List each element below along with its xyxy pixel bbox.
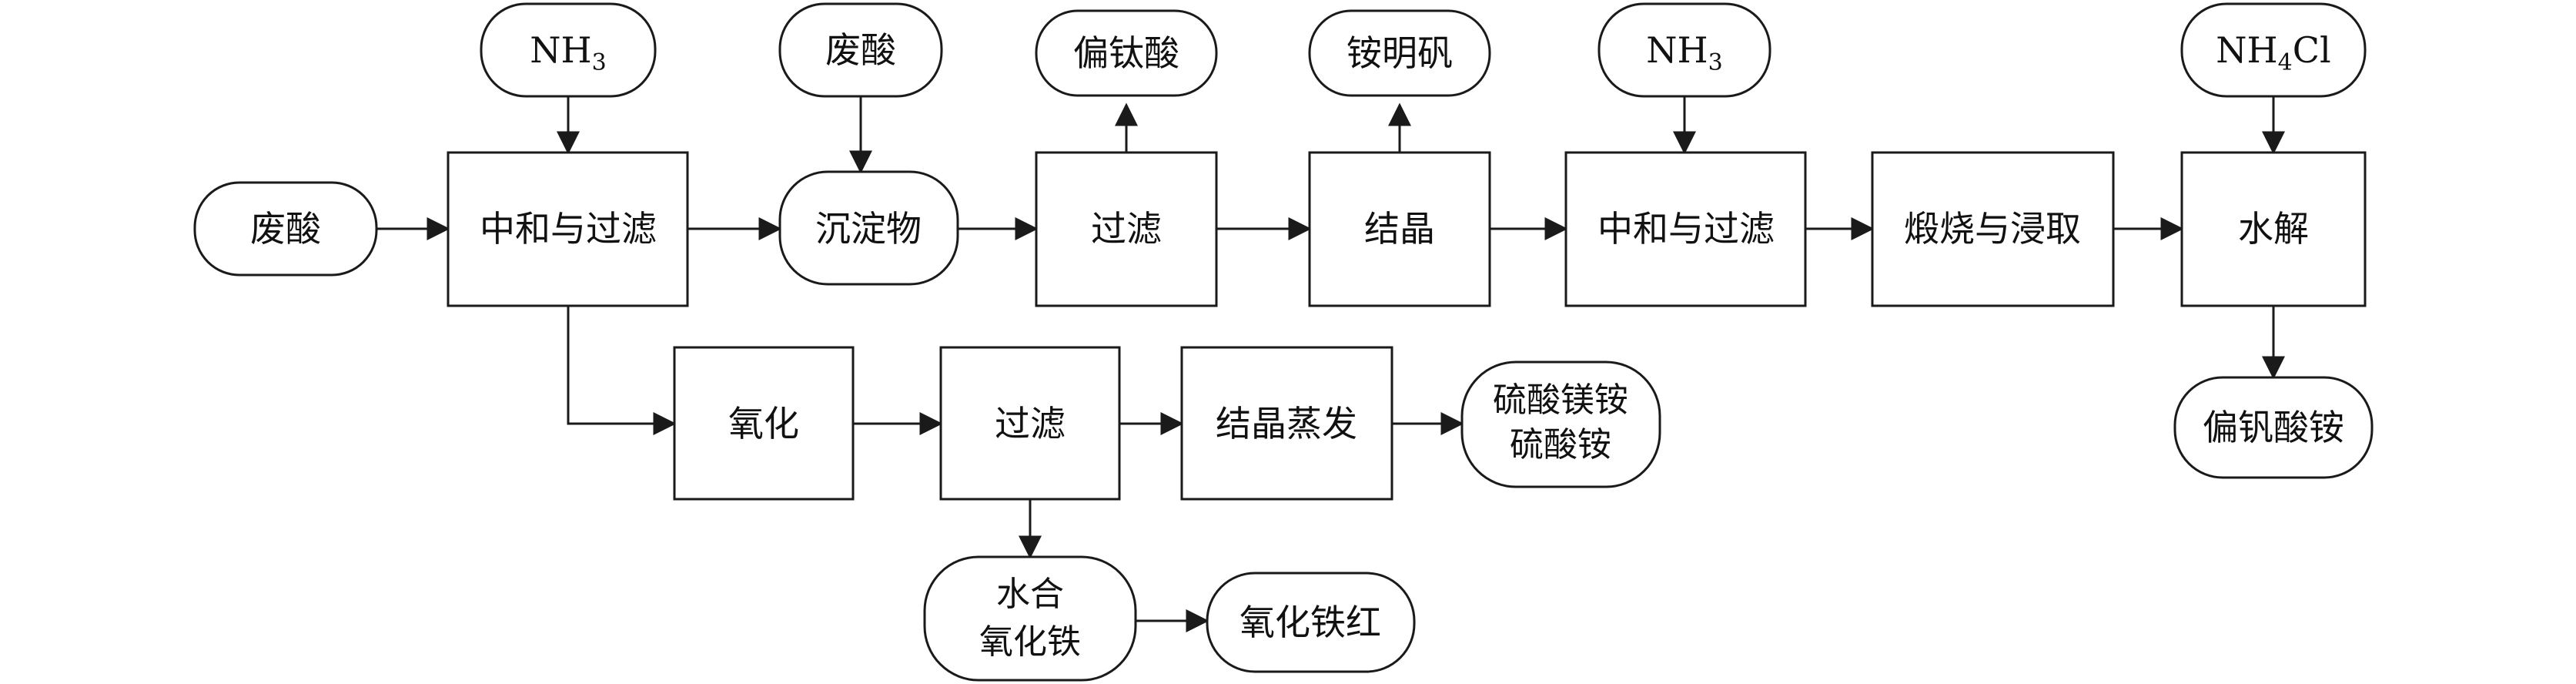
node-waste-acid-top: 废酸 xyxy=(778,2,943,98)
node-filter-2-label: 过滤 xyxy=(995,403,1066,444)
node-crystallize-label: 结晶 xyxy=(1364,208,1435,250)
node-calcine-leach: 煅烧与浸取 xyxy=(1871,151,2115,307)
node-nh3-top-1-base: NH xyxy=(530,29,591,71)
node-oxidation: 氧化 xyxy=(673,346,855,501)
node-neutralize-filter-1: 中和与过滤 xyxy=(447,151,689,307)
node-oxidation-label: 氧化 xyxy=(728,403,799,444)
node-nh3-top-1: NH3 xyxy=(480,2,657,98)
node-waste-acid-left: 废酸 xyxy=(193,181,378,277)
node-filter-2: 过滤 xyxy=(939,346,1121,501)
node-hydrated-iron-oxide-line-2: 氧化铁 xyxy=(979,622,1081,662)
node-hydrated-iron-oxide: 水合 氧化铁 xyxy=(923,555,1137,682)
node-neutralize-filter-2: 中和与过滤 xyxy=(1564,151,1807,307)
node-crystallize: 结晶 xyxy=(1308,151,1491,307)
node-sulfates-line-2: 硫酸铵 xyxy=(1510,425,1611,464)
node-nh3-top-2-base: NH xyxy=(1646,29,1708,71)
node-waste-acid-left-label: 废酸 xyxy=(250,208,321,250)
node-ammonium-alum-label: 铵明矾 xyxy=(1347,32,1453,74)
node-precipitate-label: 沉淀物 xyxy=(815,208,922,250)
node-filter-1: 过滤 xyxy=(1035,151,1218,307)
node-nh3-top-2: NH3 xyxy=(1597,2,1771,98)
node-calcine-leach-label: 煅烧与浸取 xyxy=(1904,208,2081,250)
node-hydrolysis: 水解 xyxy=(2180,151,2367,307)
node-metatitanic-acid-label: 偏钛酸 xyxy=(1073,32,1179,74)
node-iron-oxide-red: 氧化铁红 xyxy=(1206,572,1416,673)
edges xyxy=(376,96,2285,632)
node-neutralize-filter-1-label: 中和与过滤 xyxy=(480,208,657,250)
node-crystallize-evaporate-label: 结晶蒸发 xyxy=(1216,403,1357,444)
node-hydrolysis-label: 水解 xyxy=(2238,208,2309,250)
svg-text:NH4Cl: NH4Cl xyxy=(2216,29,2330,76)
node-precipitate: 沉淀物 xyxy=(778,170,959,286)
node-ammonium-metavanadate: 偏钒酸铵 xyxy=(2173,376,2374,479)
node-nh3-top-1-sub: 3 xyxy=(592,49,607,76)
node-nh4cl-base: NH xyxy=(2216,29,2277,71)
svg-text:NH3: NH3 xyxy=(1646,29,1722,76)
node-nh3-top-2-sub: 3 xyxy=(1708,49,1723,76)
node-nh4cl-tail: Cl xyxy=(2293,29,2331,71)
node-iron-oxide-red-label: 氧化铁红 xyxy=(1239,602,1381,643)
node-nh4cl: NH4Cl xyxy=(2180,2,2367,98)
node-metatitanic-acid: 偏钛酸 xyxy=(1035,9,1218,97)
node-hydrated-iron-oxide-line-1: 水合 xyxy=(996,575,1064,614)
node-waste-acid-top-label: 废酸 xyxy=(825,29,896,71)
svg-text:NH3: NH3 xyxy=(530,29,606,76)
node-ammonium-metavanadate-label: 偏钒酸铵 xyxy=(2203,407,2344,448)
node-nh4cl-sub: 4 xyxy=(2278,49,2293,76)
node-sulfates: 硫酸镁铵 硫酸铵 xyxy=(1460,360,1661,488)
node-sulfates-line-1: 硫酸镁铵 xyxy=(1493,381,1628,420)
node-crystallize-evaporate: 结晶蒸发 xyxy=(1180,346,1393,501)
node-neutralize-filter-2-label: 中和与过滤 xyxy=(1597,208,1775,250)
node-ammonium-alum: 铵明矾 xyxy=(1308,9,1491,97)
node-filter-1-label: 过滤 xyxy=(1091,208,1162,250)
edge-neutralize-1-to-oxidation xyxy=(567,306,677,435)
